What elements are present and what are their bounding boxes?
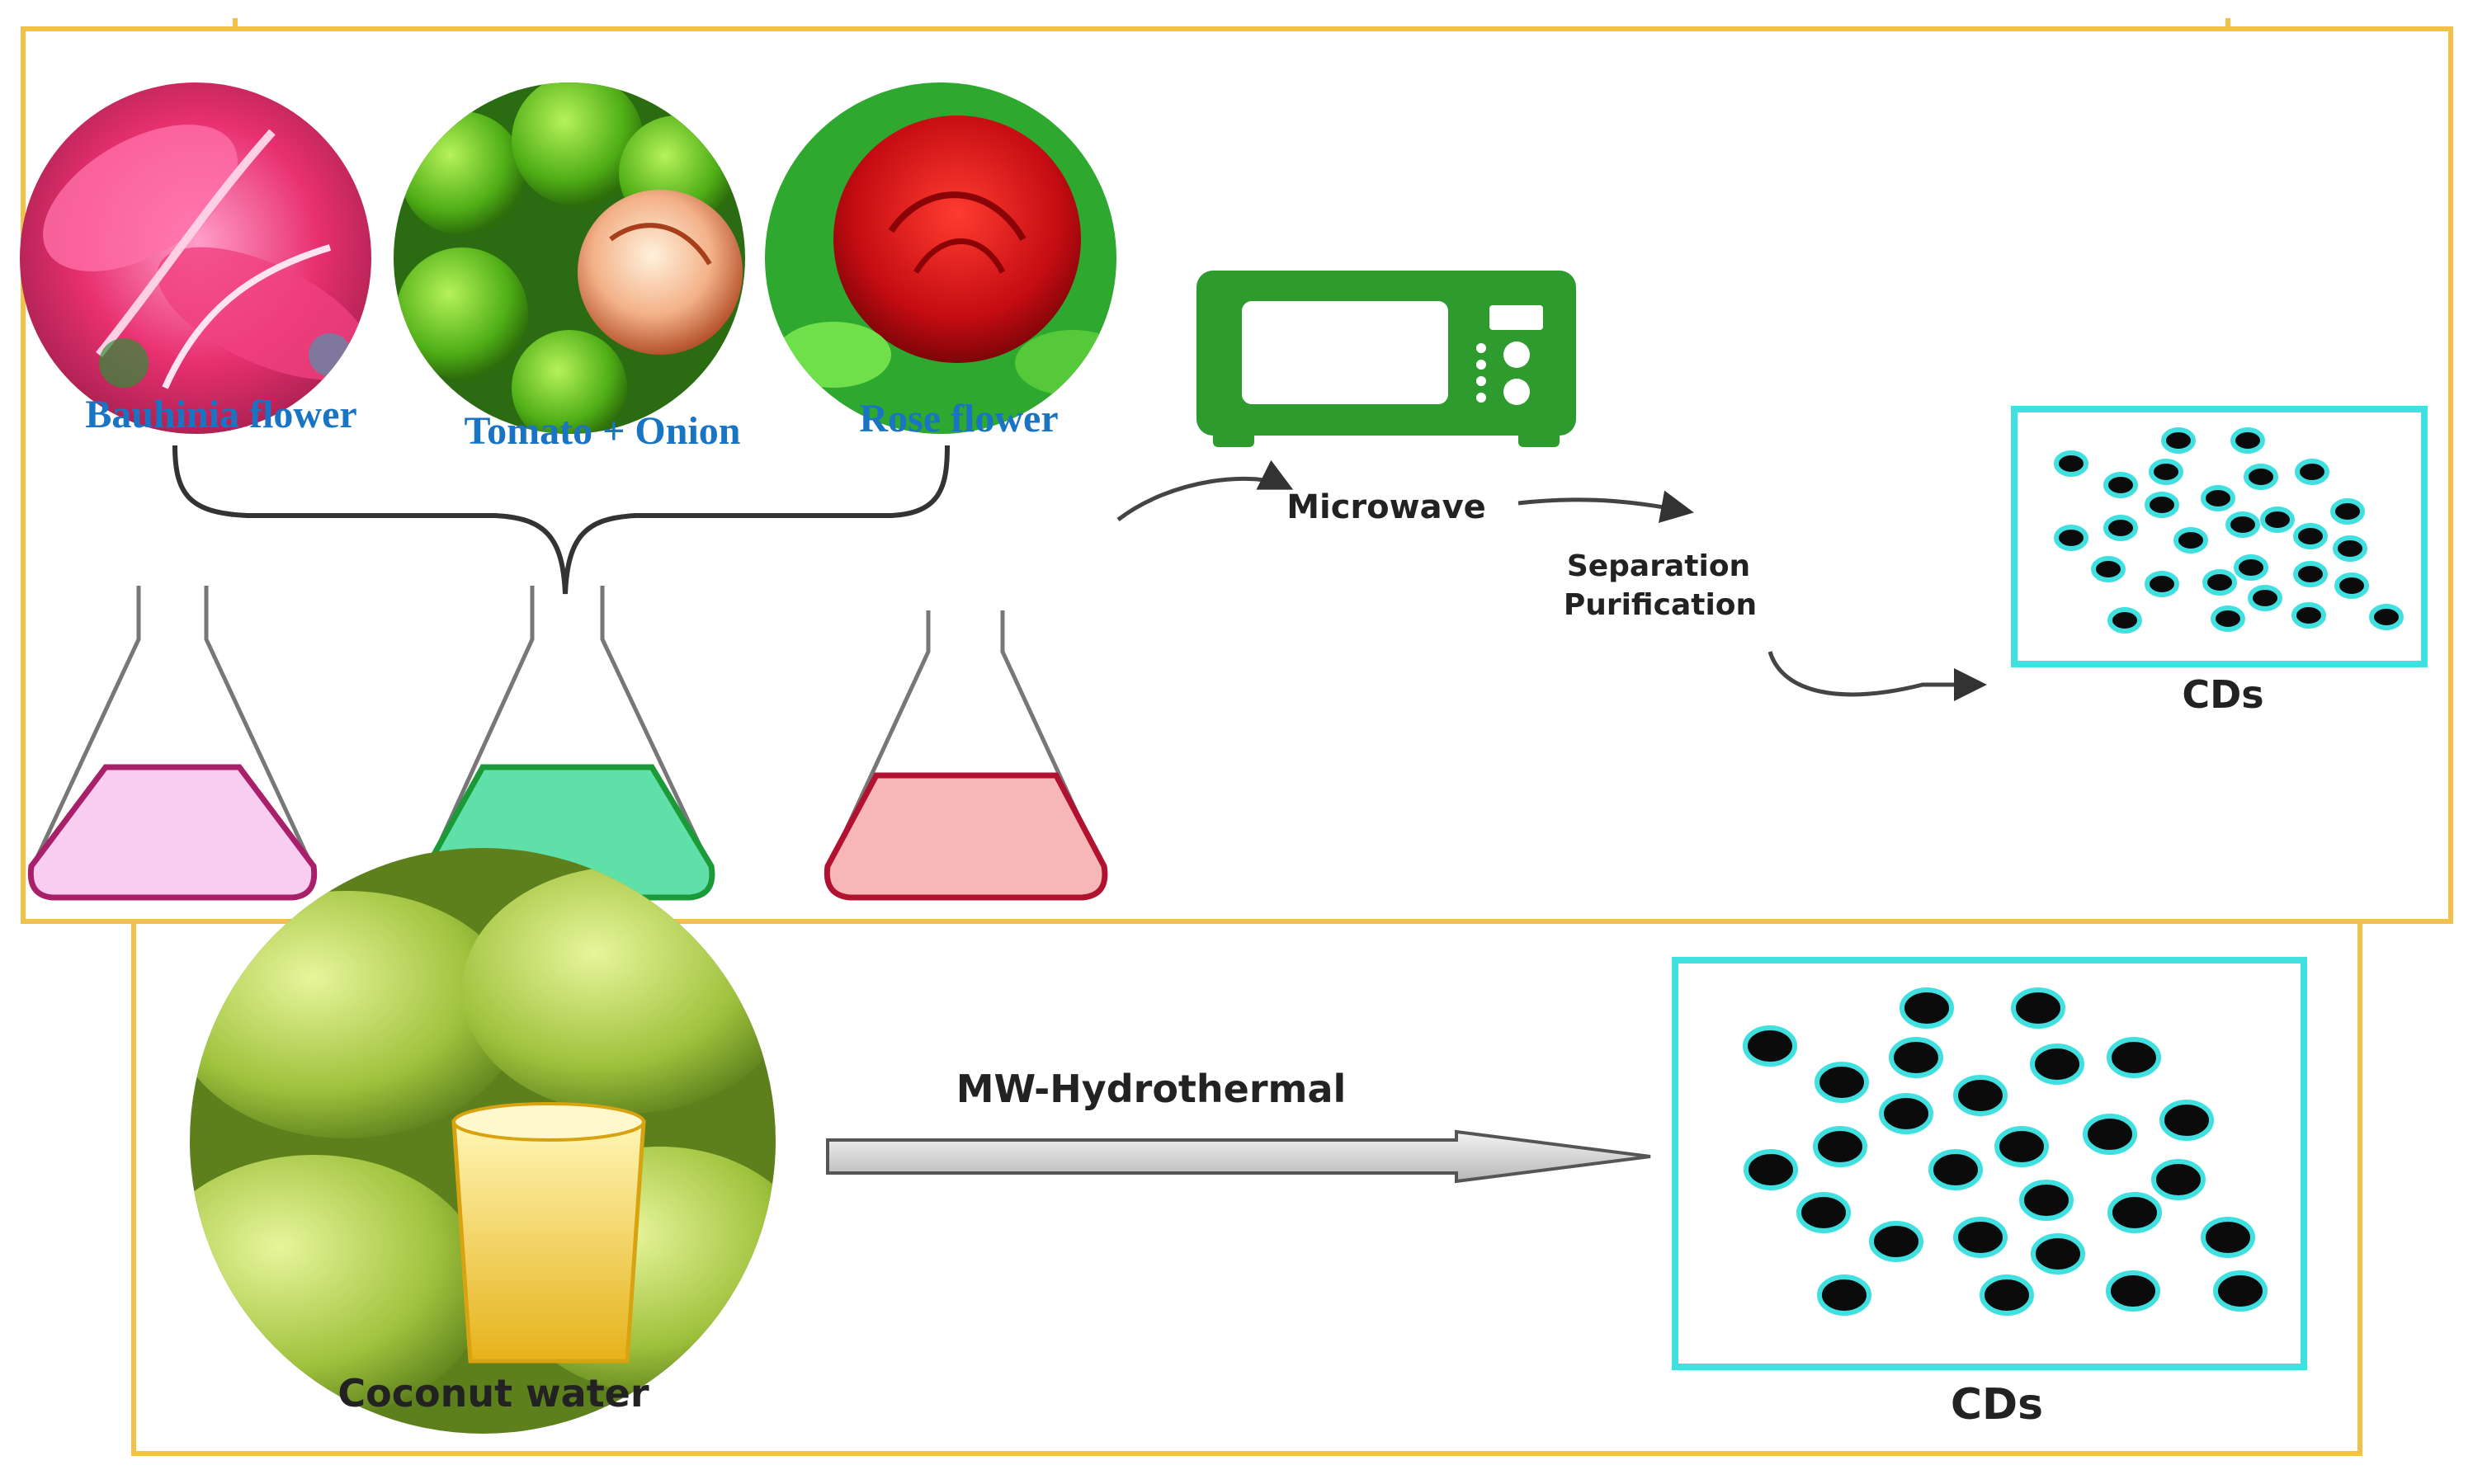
rose-flower-photo [765,82,1116,434]
carbon-dot [2103,472,2138,498]
carbon-dot [2234,554,2268,581]
bauhinia-flower-photo [20,82,371,434]
carbon-dot [2211,605,2245,632]
cds-label-top: CDs [2182,672,2263,717]
flask-rose [824,610,1108,901]
carbon-dot [2291,602,2326,629]
carbon-dot [1796,1192,1851,1233]
carbon-dot [2151,1159,2206,1200]
carbon-dot [1879,1093,1933,1134]
microwave-icon [1196,271,1576,447]
carbon-dot [1889,1037,1943,1078]
carbon-dot [2091,556,2126,582]
microwave-arrow-left [1116,459,1294,521]
carbon-dot [2173,527,2208,554]
carbon-dot [2030,1044,2084,1085]
carbon-dot [2244,464,2278,490]
microwave-arrow-right [1517,490,1694,523]
carbon-dot [1953,1075,2008,1116]
bracket [172,445,950,595]
carbon-dot [2225,511,2260,538]
tomato-onion-photo [394,82,745,434]
carbon-dot [2149,459,2183,485]
carbon-dot [2248,585,2282,611]
source-label-coconut-water: Coconut water [337,1371,649,1416]
carbon-dot [1813,1126,1867,1167]
source-label-bauhinia: Bauhinia flower [85,393,356,436]
carbon-dot [1953,1217,2008,1258]
carbon-dot [1743,1025,1797,1067]
carbon-dot [2260,506,2295,533]
carbon-dot [2107,1192,2162,1233]
carbon-dot [2213,1270,2268,1312]
carbon-dot [2054,525,2088,551]
bottom-panel-frame [131,919,2362,1456]
coconut-water-photo [190,848,776,1434]
carbon-dot [2201,485,2235,511]
carbon-dot [2106,1270,2160,1312]
carbon-dot [2107,1037,2161,1078]
process-label-mw-hydrothermal: MW-Hydrothermal [956,1067,1347,1111]
carbon-dot [2295,459,2329,485]
carbon-dot [1928,1149,1983,1190]
carbon-dot [2334,572,2369,599]
carbon-dot [2145,571,2179,597]
cds-dots-bottom [1743,987,2268,1316]
carbon-dot [1869,1221,1923,1262]
mw-hydrothermal-arrow [826,1129,1651,1184]
carbon-dot [2201,1217,2255,1258]
step-label-purification: Purification [1564,588,1757,622]
carbon-dot [2107,607,2142,634]
carbon-dot [1815,1062,1869,1103]
carbon-dot [2054,450,2088,477]
carbon-dot [1744,1149,1798,1190]
carbon-dot [2293,561,2328,587]
step-label-separation: Separation [1567,549,1750,583]
carbon-dot [2145,492,2179,518]
carbon-dot [2019,1180,2074,1221]
carbon-dot [2369,604,2404,630]
carbon-dot [1817,1274,1871,1316]
carbon-dot [2011,987,2065,1029]
carbon-dot [2333,535,2367,562]
source-label-tomato-onion: Tomato + Onion [465,409,741,453]
carbon-dot [2230,427,2265,454]
source-label-rose: Rose flower [859,397,1058,440]
cds-label-bottom: CDs [1951,1380,2043,1430]
carbon-dot [2202,569,2237,596]
carbon-dot [2161,427,2196,454]
flask-bauhinia [27,586,318,901]
carbon-dot [2159,1100,2214,1141]
carbon-dot [2103,515,2138,541]
carbon-dot [2031,1233,2085,1274]
cds-dots-top [2054,427,2404,634]
carbon-dot [1900,987,1954,1029]
carbon-dot [2083,1114,2137,1155]
step-label-microwave: Microwave [1286,488,1486,526]
carbon-dot [2293,523,2328,549]
carbon-dot [1994,1126,2049,1167]
purification-arrow [1767,651,1987,701]
carbon-dot [2330,498,2365,525]
carbon-dot [1980,1274,2034,1316]
